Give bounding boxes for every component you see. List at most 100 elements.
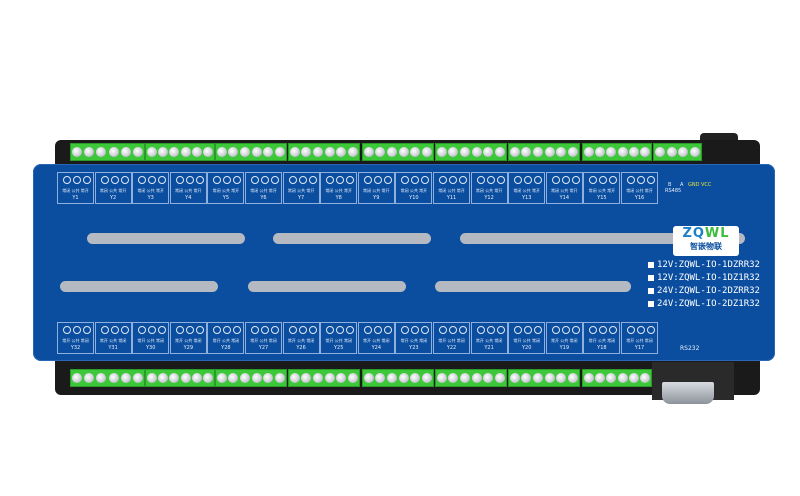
terminal-block [145,369,215,387]
channel-label: Y1 [72,195,79,201]
screw-terminal [216,373,227,383]
screw-terminal [387,147,398,157]
screw-terminal [495,373,506,383]
terminal-label: 常开 公共 常闭 [551,338,578,343]
channel-label: Y16 [634,195,645,201]
terminal-icon [421,176,430,184]
terminal-icon [571,176,580,184]
screw-terminal [410,147,421,157]
channel-label: Y12 [484,195,494,201]
terminal-icon [599,326,608,334]
channel-label: Y24 [371,345,381,351]
channel-label: Y11 [446,195,457,201]
screw-terminal [422,147,433,157]
rs485-b-label: B [668,182,672,188]
terminal-icon [326,176,335,184]
terminal-icon [83,176,91,184]
screw-terminal [251,373,262,383]
terminal-icon [175,176,184,184]
channel-label: Y30 [145,345,156,351]
channel-label: Y26 [296,345,306,351]
terminal-icon [421,326,430,334]
vent-bar [87,233,245,244]
screw-terminal [471,373,482,383]
channel-label: Y25 [333,345,344,351]
screw-terminal [606,373,617,383]
terminal-icon [637,326,645,334]
terminal-block [145,143,215,161]
terminal-icon [195,176,204,184]
screw-terminal [375,147,386,157]
terminal-block [508,143,580,161]
terminal-block [215,369,287,387]
channel-label: Y20 [521,345,532,351]
screw-terminal [84,147,95,157]
screw-terminal [568,147,579,157]
vent-bar [435,281,631,292]
terminal-icon [524,176,533,184]
terminal-icon [486,176,495,184]
screw-terminal [84,373,95,383]
terminal-label: 常开 公共 常闭 [513,338,540,343]
channel-label: Y10 [409,195,419,201]
screw-terminal [132,147,143,157]
screw-terminal [690,147,701,157]
screw-terminal [556,147,567,157]
terminal-icon [326,326,335,334]
logo-text: ZQWL [682,226,730,241]
screw-terminal [678,147,689,157]
terminal-icon [459,176,467,184]
terminal-label: 常开 公共 常闭 [325,338,352,343]
terminal-icon [175,326,184,334]
terminal-label: 常闭 公共 常开 [137,188,164,193]
terminal-icon [401,326,410,334]
screw-terminal [387,373,398,383]
screw-terminal [568,373,579,383]
terminal-icon [271,326,279,334]
terminal-label: 常闭 公共 常开 [325,188,352,193]
terminal-icon [195,326,204,334]
terminal-label: 常闭 公共 常开 [363,188,390,193]
screw-terminal [191,147,202,157]
terminal-icon [383,176,392,184]
model-option: 24V:ZQWL-IO-2DZRR32 [648,286,760,296]
terminal-icon [148,176,157,184]
terminal-icon [449,176,457,184]
terminal-icon [213,176,222,184]
terminal-icon [110,176,119,184]
terminal-label: 常闭 公共 常开 [513,188,540,193]
terminal-icon [486,326,495,334]
terminal-block [653,143,702,161]
terminal-block [362,143,434,161]
vcc-label: VCC [701,182,712,188]
model-option: 12V:ZQWL-IO-1DZRR32 [648,260,760,270]
screw-terminal [533,147,544,157]
terminal-label: 常开 公共 常闭 [99,338,127,343]
terminal-icon [73,176,81,184]
rs485-a-label: A [680,182,684,188]
relay-channel: 常闭 公共 常开 Y12 [470,172,508,204]
channel-label: Y21 [484,345,494,351]
gnd-label: GND [688,182,700,188]
screw-terminal [275,147,286,157]
screw-terminal [533,373,544,383]
terminal-label: 常开 公共 常闭 [588,338,616,343]
terminal-block [508,369,580,387]
screw-terminal [169,373,180,383]
terminal-label: 常闭 公共 常开 [626,188,653,193]
channel-label: Y31 [108,345,118,351]
screw-terminal [301,373,312,383]
brand-cn: 智嵌物联 [690,242,722,251]
rs232-db9-connector [662,382,714,404]
terminal-label: 常闭 公共 常开 [475,188,503,193]
terminal-icon [233,326,242,334]
terminal-icon [609,326,618,334]
